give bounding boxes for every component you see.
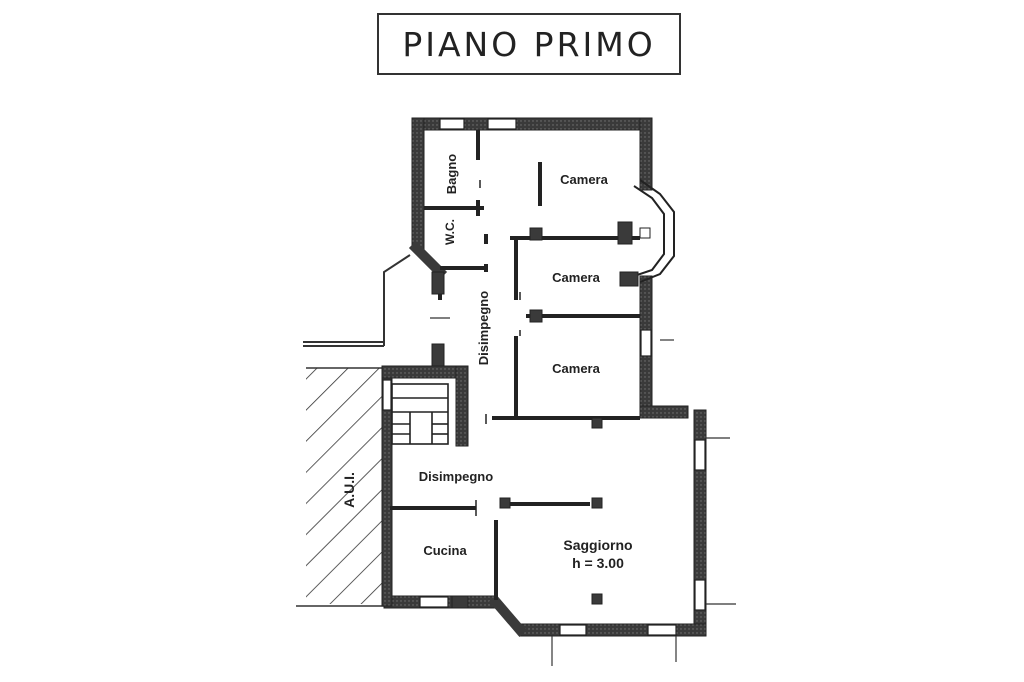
angled-walls: [408, 240, 528, 638]
room-label-cucina: Cucina: [423, 543, 467, 558]
hatched-area-label: A.U.I.: [341, 472, 357, 508]
room-label-disimpegno-lower: Disimpegno: [419, 469, 493, 484]
staircase: [391, 383, 449, 445]
exterior-walls: [381, 117, 707, 637]
terrace-outline: [303, 254, 411, 347]
interior-walls: [390, 130, 640, 600]
room-label-camera-1: Camera: [560, 172, 608, 187]
room-height-saggiorno: h = 3.00: [572, 555, 624, 571]
aui-area: [296, 367, 390, 607]
room-label-camera-3: Camera: [552, 361, 600, 376]
windows: [382, 118, 706, 636]
room-label-disimpegno-upper: Disimpegno: [476, 291, 491, 365]
plan-title: PIANO PRIMO: [402, 24, 656, 64]
title-box: PIANO PRIMO: [377, 13, 681, 75]
dimension-lines: [430, 317, 736, 666]
room-label-saggiorno: Saggiorno: [563, 537, 632, 553]
bay-window: [633, 179, 675, 283]
room-label-wc: W.C.: [443, 219, 457, 245]
door-ticks: [475, 180, 521, 526]
room-label-camera-2: Camera: [552, 270, 600, 285]
pillars: [431, 221, 651, 609]
room-label-bagno: Bagno: [444, 154, 459, 195]
